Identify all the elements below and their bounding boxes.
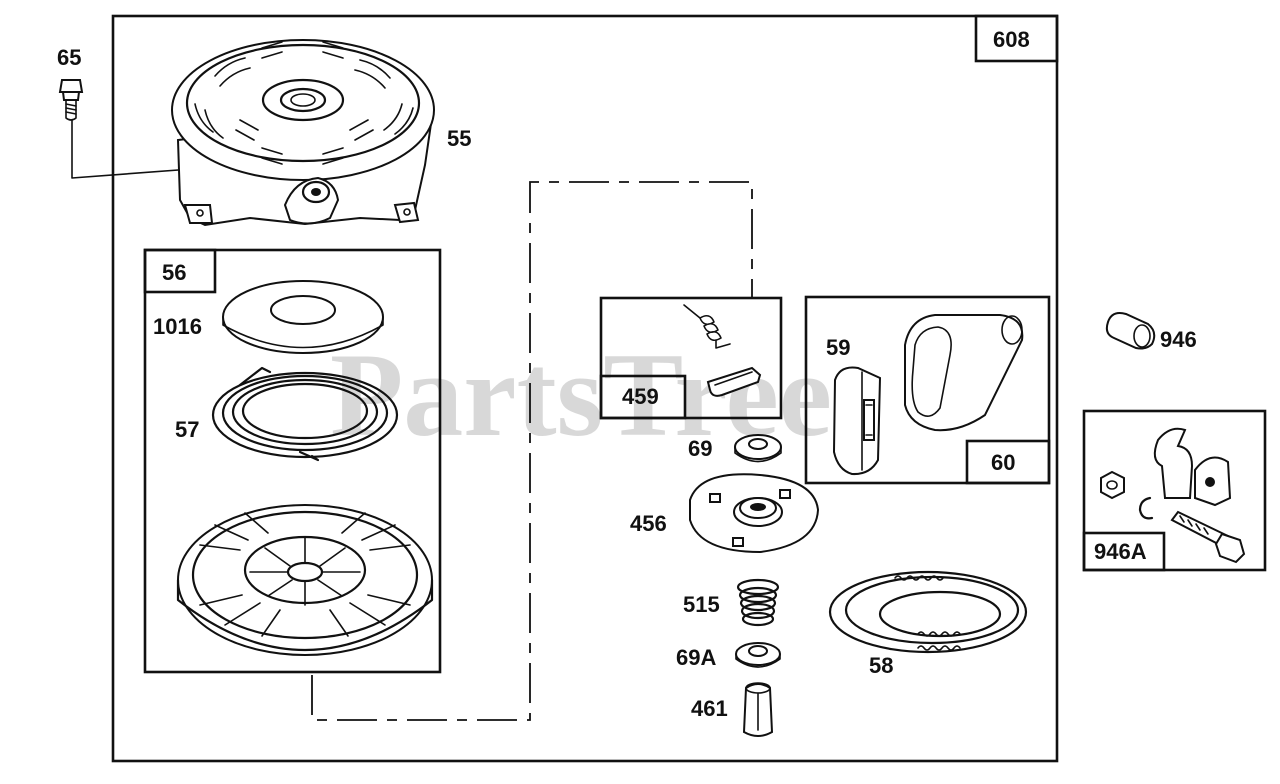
assembly-box-60 xyxy=(804,295,1051,485)
assembly-box-946a xyxy=(1082,409,1267,572)
washer-69-icon[interactable] xyxy=(734,434,782,463)
washer-69a-icon[interactable] xyxy=(735,642,781,668)
assembly-box-459 xyxy=(599,296,783,420)
callout-56[interactable]: 56 xyxy=(162,260,186,285)
callout-box-56 xyxy=(143,248,217,294)
callout-57[interactable]: 57 xyxy=(175,417,199,442)
callout-box-608 xyxy=(974,14,1059,63)
callout-65[interactable]: 65 xyxy=(57,45,81,70)
spring-515-icon[interactable] xyxy=(736,578,780,627)
callout-608[interactable]: 608 xyxy=(993,27,1030,52)
callout-459[interactable]: 459 xyxy=(622,384,659,409)
bracket-hardware-icon[interactable] xyxy=(1100,427,1246,564)
callout-box-459 xyxy=(599,374,687,420)
starter-pulley-icon[interactable] xyxy=(176,504,434,656)
bolt-65-icon[interactable] xyxy=(58,79,84,121)
retainer-456-icon[interactable] xyxy=(689,473,820,554)
pawl-clip-icon[interactable] xyxy=(706,366,762,397)
bushing-946-icon[interactable] xyxy=(1105,312,1156,350)
callout-58[interactable]: 58 xyxy=(869,653,893,678)
pawl-spring-icon[interactable] xyxy=(683,304,731,349)
callout-456[interactable]: 456 xyxy=(630,511,667,536)
callout-55[interactable]: 55 xyxy=(447,126,471,151)
callout-box-60 xyxy=(965,439,1051,485)
blower-housing-55-icon[interactable] xyxy=(171,39,435,227)
handle-insert-59-icon[interactable] xyxy=(832,366,882,476)
callout-60[interactable]: 60 xyxy=(991,450,1015,475)
callout-946a[interactable]: 946A xyxy=(1094,539,1147,564)
starter-rope-58-icon[interactable] xyxy=(828,570,1028,654)
callout-515[interactable]: 515 xyxy=(683,592,720,617)
callout-box-946a xyxy=(1082,531,1166,572)
callout-461[interactable]: 461 xyxy=(691,696,728,721)
callout-1016[interactable]: 1016 xyxy=(153,314,202,339)
callout-69[interactable]: 69 xyxy=(688,436,712,461)
callout-69a[interactable]: 69A xyxy=(676,645,716,670)
callout-946[interactable]: 946 xyxy=(1160,327,1197,352)
pin-461-icon[interactable] xyxy=(742,682,774,737)
callout-59[interactable]: 59 xyxy=(826,335,850,360)
assembly-frame-608 xyxy=(111,14,1059,763)
connector-line xyxy=(311,181,753,721)
assembly-box-56 xyxy=(143,248,442,674)
starter-handle-60-icon[interactable] xyxy=(904,314,1024,432)
washer-1016-icon[interactable] xyxy=(222,280,384,354)
rewind-spring-57-icon[interactable] xyxy=(211,366,399,462)
